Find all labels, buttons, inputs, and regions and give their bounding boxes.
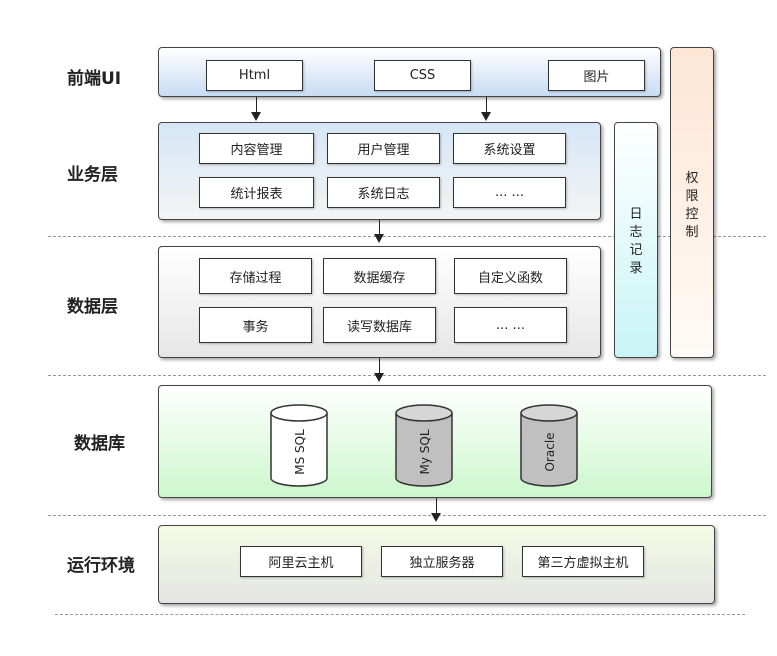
- permission-label: 权限控制: [670, 170, 714, 242]
- layer-label-database: 数据库: [74, 434, 125, 454]
- cylinder-body: [395, 413, 453, 487]
- arrowhead-database-runtime: [431, 513, 441, 522]
- db-cylinder-mssql: MS SQL: [270, 404, 328, 487]
- arrow-frontend-business-2: [486, 97, 487, 113]
- arrow-database-runtime: [436, 498, 437, 514]
- permission-label-char: 限: [685, 189, 699, 204]
- runtime-item-vhost: 第三方虚拟主机: [522, 546, 644, 577]
- business-item-syslog: 系统日志: [327, 177, 440, 208]
- layer-label-frontend: 前端UI: [67, 69, 122, 89]
- frontend-item-html: Html: [206, 60, 303, 91]
- arrowhead-data-database: [374, 373, 384, 382]
- permission-label-char: 权: [685, 171, 699, 186]
- cylinder-label-mssql: MS SQL: [293, 429, 307, 475]
- business-item-more: ... ...: [453, 177, 566, 208]
- cylinder-top: [395, 404, 453, 422]
- separator-2: [48, 375, 766, 376]
- db-cylinder-mysql: My SQL: [395, 404, 453, 487]
- layer-label-business: 业务层: [67, 165, 118, 185]
- data-item-transactions: 事务: [199, 307, 312, 343]
- data-item-more: ... ...: [454, 307, 567, 343]
- business-item-users: 用户管理: [327, 133, 440, 164]
- cylinder-body: [270, 413, 328, 487]
- separator-3: [48, 515, 766, 516]
- runtime-item-aliyun: 阿里云主机: [240, 546, 362, 577]
- arrowhead-frontend-business-2: [481, 112, 491, 121]
- data-item-rw-db: 读写数据库: [323, 307, 436, 343]
- cylinder-top: [520, 404, 578, 422]
- frontend-item-css: CSS: [374, 60, 471, 91]
- frontend-item-image: 图片: [548, 60, 645, 91]
- arrowhead-frontend-business-1: [251, 112, 261, 121]
- arrow-business-data: [379, 220, 380, 235]
- business-item-content: 内容管理: [199, 133, 314, 164]
- cylinder-label-mysql: My SQL: [418, 429, 432, 474]
- business-item-settings: 系统设置: [453, 133, 566, 164]
- log-label-char: 记: [629, 243, 643, 258]
- business-item-reports: 统计报表: [199, 177, 314, 208]
- layer-label-data: 数据层: [67, 297, 118, 317]
- data-item-procedures: 存储过程: [199, 258, 312, 294]
- separator-1: [48, 236, 766, 237]
- data-item-cache: 数据缓存: [323, 258, 436, 294]
- log-panel: [614, 122, 658, 358]
- log-label: 日志记录: [614, 206, 658, 278]
- permission-panel: [670, 47, 714, 358]
- cylinder-label-oracle: Oracle: [543, 432, 557, 471]
- permission-label-char: 制: [685, 225, 699, 240]
- separator-4: [55, 614, 745, 615]
- cylinder-body: [520, 413, 578, 487]
- db-cylinder-oracle: Oracle: [520, 404, 578, 487]
- log-label-char: 日: [629, 207, 643, 222]
- log-label-char: 志: [629, 225, 643, 240]
- arrowhead-business-data: [374, 234, 384, 243]
- cylinder-top: [270, 404, 328, 422]
- layer-label-runtime: 运行环境: [67, 556, 135, 576]
- arrow-frontend-business-1: [256, 97, 257, 113]
- log-label-char: 录: [629, 261, 643, 276]
- permission-label-char: 控: [685, 207, 699, 222]
- data-item-functions: 自定义函数: [454, 258, 567, 294]
- runtime-item-dedicated: 独立服务器: [381, 546, 503, 577]
- arrow-data-database: [379, 358, 380, 374]
